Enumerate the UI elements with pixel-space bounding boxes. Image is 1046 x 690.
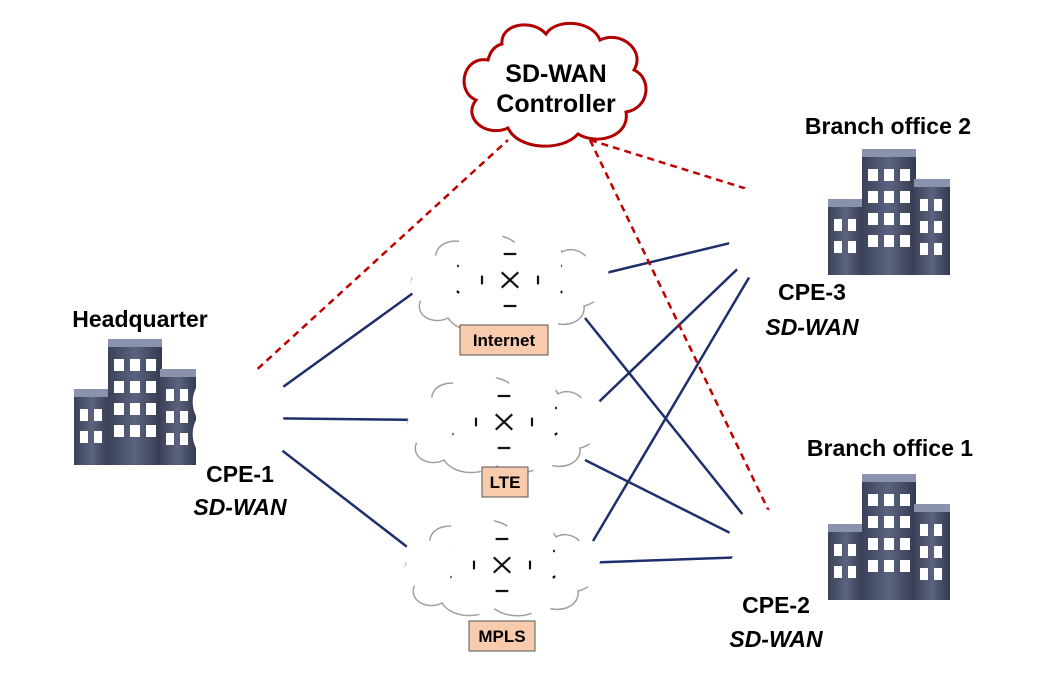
- cpe3-role: SD-WAN: [765, 314, 859, 340]
- core-router-icon: [517, 433, 547, 463]
- headquarter-label: Headquarter: [72, 306, 208, 332]
- edge-router-icon: [563, 548, 593, 578]
- core-router-icon: [461, 381, 491, 411]
- branch1-building-icon: [828, 474, 950, 600]
- control-links: [239, 138, 778, 527]
- cpe2-router-icon: [743, 523, 809, 589]
- control-link-cpe1: [239, 139, 509, 386]
- core-router-icon: [523, 239, 553, 269]
- internet-tag: [459, 324, 549, 356]
- edge-router-icon: [570, 263, 600, 293]
- core-router-icon: [515, 576, 545, 606]
- lte-tag: [481, 466, 529, 498]
- branch2-building-icon: [828, 149, 950, 275]
- core-router-icon: [459, 524, 489, 554]
- lte-label: LTE: [490, 473, 521, 492]
- controller-label-line1: SD-WAN: [505, 60, 606, 88]
- cpe1-name: CPE-1: [206, 461, 274, 487]
- link-mpls-cpe3: [578, 231, 778, 564]
- edge-router-icon: [413, 548, 443, 578]
- core-router-icon: [467, 291, 497, 321]
- control-link-cpe3: [589, 138, 777, 200]
- sdwan-controller: SD-WAN Controller: [462, 21, 648, 148]
- edge-router-icon: [415, 405, 445, 435]
- cpe3-router-icon: [743, 199, 809, 265]
- edge-router-icon: [565, 405, 595, 435]
- mpls-label: MPLS: [478, 627, 525, 646]
- core-router-icon: [467, 239, 497, 269]
- network-mpls: MPLS: [405, 521, 593, 652]
- network-internet: Internet: [411, 236, 600, 356]
- cpe2-name: CPE-2: [742, 592, 810, 618]
- controller-label-line2: Controller: [496, 90, 616, 118]
- edge-router-icon: [419, 263, 449, 293]
- core-router-icon: [461, 433, 491, 463]
- core-router-icon: [523, 291, 553, 321]
- branch2-label: Branch office 2: [805, 113, 971, 139]
- controller-cloud: [462, 21, 648, 148]
- core-router-icon: [517, 381, 547, 411]
- cpe1-role: SD-WAN: [193, 494, 287, 520]
- branch1-label: Branch office 1: [807, 435, 973, 461]
- cpe2-role: SD-WAN: [729, 626, 823, 652]
- core-router-icon: [459, 576, 489, 606]
- core-router-icon: [515, 524, 545, 554]
- internet-label: Internet: [473, 331, 536, 350]
- network-lte: LTE: [407, 378, 595, 498]
- cpe1-router-icon: [207, 385, 273, 451]
- cpe3-name: CPE-3: [778, 279, 846, 305]
- mpls-tag: [468, 620, 536, 652]
- headquarter-building-icon: [74, 339, 196, 465]
